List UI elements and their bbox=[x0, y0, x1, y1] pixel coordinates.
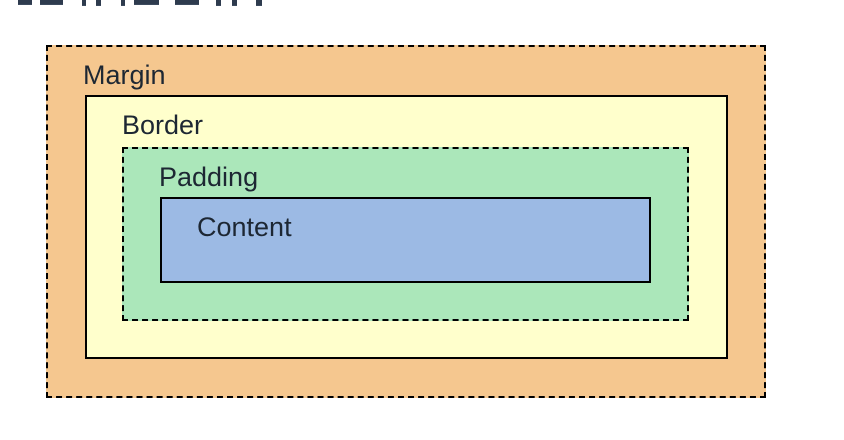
cropped-text-fragment bbox=[134, 0, 159, 5]
cropped-text-fragment bbox=[18, 0, 32, 5]
cropped-text-fragment bbox=[121, 0, 125, 6]
padding-label: Padding bbox=[159, 162, 259, 192]
margin-box: Margin Border Padding Content bbox=[46, 45, 766, 398]
padding-box: Padding Content bbox=[122, 147, 689, 321]
border-label: Border bbox=[122, 110, 204, 140]
cropped-text-fragment bbox=[175, 0, 199, 5]
margin-label: Margin bbox=[83, 60, 166, 90]
cropped-text-fragment bbox=[256, 0, 262, 6]
cropped-text-fragment bbox=[96, 0, 101, 6]
content-label: Content bbox=[197, 212, 292, 242]
border-box: Border Padding Content bbox=[85, 95, 728, 359]
cropped-text-fragment bbox=[82, 0, 86, 6]
cropped-text-fragment bbox=[216, 0, 221, 6]
cropped-text-fragment bbox=[40, 0, 63, 5]
content-box: Content bbox=[160, 197, 651, 283]
cropped-text-fragment bbox=[232, 0, 237, 6]
